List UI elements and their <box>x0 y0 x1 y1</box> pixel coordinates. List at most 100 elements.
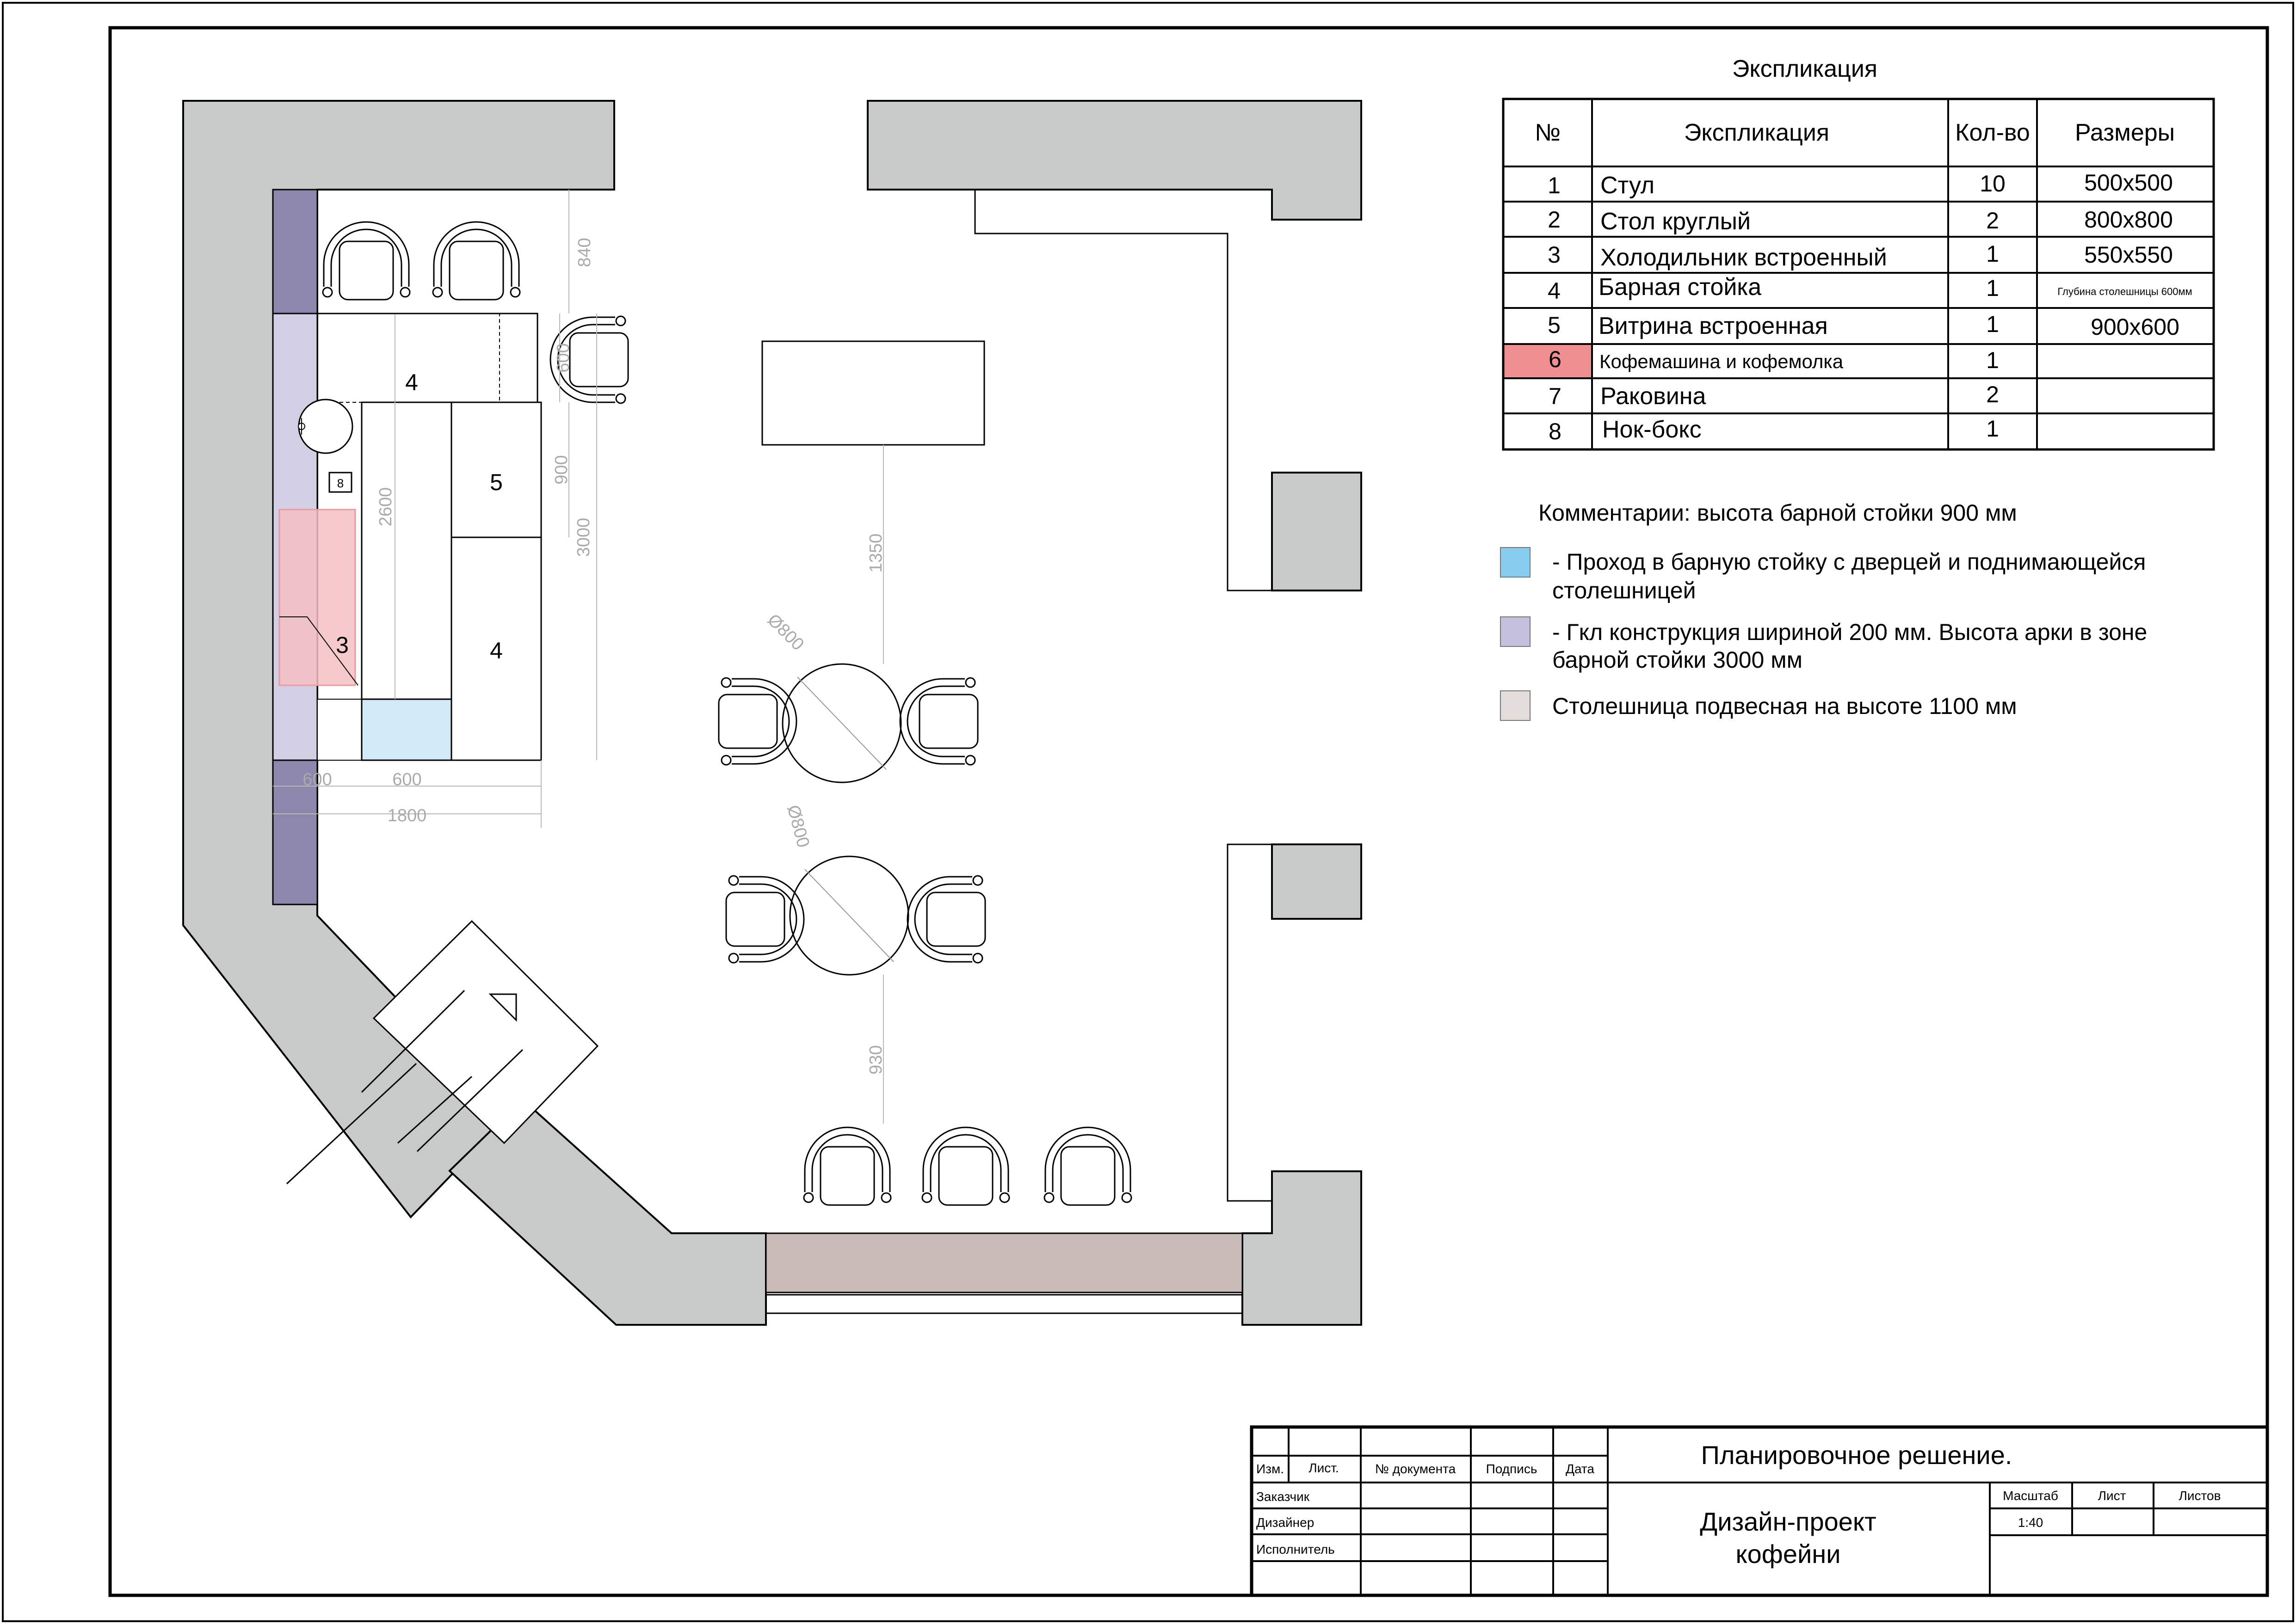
header-explication: Экспликация <box>1684 119 1829 146</box>
col-izm: Изм. <box>1256 1462 1284 1476</box>
wall-bottom-right <box>1241 1170 1362 1326</box>
role-designer: Дизайнер <box>1256 1515 1314 1530</box>
row-4-name: Барная стойка <box>1599 274 1761 301</box>
explication-table: Экспликация № Экспликация Кол-во Размеры… <box>1502 55 2215 451</box>
scale-label: Масштаб <box>2003 1489 2058 1503</box>
row-4-qty: 1 <box>1986 275 1999 301</box>
dim-diameter-2: Ø800 <box>783 803 813 850</box>
dim-1350: 1350 <box>866 534 886 573</box>
explication-title: Экспликация <box>1732 55 1877 82</box>
label-bar-right: 4 <box>490 638 503 664</box>
hanging-countertop <box>765 1232 1243 1293</box>
role-executor: Исполнитель <box>1256 1542 1335 1556</box>
header-sizes: Размеры <box>2075 119 2175 146</box>
legend-gkl-line1: - Гкл конструкция шириной 200 мм. Высота… <box>1552 619 2147 645</box>
comments-title: Комментарии: высота барной стойки 900 мм <box>1538 500 2017 526</box>
dim-diameter-1: Ø800 <box>764 610 808 654</box>
row-5-qty: 1 <box>1986 311 1999 337</box>
chair <box>322 221 411 301</box>
row-7-name: Раковина <box>1600 383 1706 410</box>
title-block: Изм. Лист. № документа Подпись Дата Зака… <box>1250 1425 2269 1597</box>
chair <box>1043 1126 1132 1206</box>
label-fridge: 3 <box>336 632 349 658</box>
bar-pass-flap <box>361 698 452 761</box>
row-4-size: Глубина столешницы 600мм <box>2057 286 2192 297</box>
legend-pass-line1: - Проход в барную стойку с дверцей и под… <box>1552 549 2146 575</box>
row-7-qty: 2 <box>1986 381 1999 407</box>
fridge-zone <box>278 509 356 686</box>
row-1-number: 1 <box>1548 172 1561 198</box>
row-1-name: Стул <box>1600 172 1654 199</box>
col-list: Лист. <box>1308 1461 1339 1475</box>
wall-bottom-left <box>448 1098 767 1326</box>
chair <box>907 875 986 964</box>
row-6-qty: 1 <box>1986 347 1999 373</box>
column-right-middle <box>1271 843 1362 920</box>
row-2-size: 800x800 <box>2084 207 2173 233</box>
dim-3000: 3000 <box>574 518 593 557</box>
row-8-number: 8 <box>1549 418 1562 444</box>
chair <box>432 221 521 301</box>
row-4-number: 4 <box>1548 278 1561 304</box>
legend-gkl-line2: барной стойки 3000 мм <box>1552 647 1802 673</box>
label-showcase: 5 <box>490 469 503 495</box>
chair <box>921 1126 1010 1206</box>
dim-900: 900 <box>552 455 571 484</box>
row-8-name: Нок-бокс <box>1602 416 1702 443</box>
sheets-label: Листов <box>2179 1489 2221 1503</box>
row-2-qty: 2 <box>1986 208 1999 234</box>
row-8-qty: 1 <box>1986 416 1999 442</box>
dim-600-a: 600 <box>302 770 332 789</box>
dimension-lines <box>273 190 884 1124</box>
dim-930: 930 <box>866 1045 886 1074</box>
project-title-line1: Дизайн-проект <box>1700 1507 1876 1536</box>
row-1-size: 500x500 <box>2084 170 2173 196</box>
row-6-number: 6 <box>1549 346 1562 372</box>
dim-2600: 2600 <box>376 487 395 527</box>
row-6-name: Кофемашина и кофемолка <box>1599 351 1844 372</box>
dim-840: 840 <box>575 238 594 267</box>
sheet-label: Лист <box>2098 1489 2126 1503</box>
col-date: Дата <box>1566 1462 1594 1476</box>
dim-1800: 1800 <box>388 806 427 825</box>
partition-right-upper <box>974 190 1272 591</box>
scale-value: 1:40 <box>2018 1515 2043 1530</box>
chair <box>899 677 979 766</box>
legend-pass-line2: столешницей <box>1552 578 1696 603</box>
gkl-wall-lower <box>272 759 318 905</box>
col-document: № документа <box>1375 1462 1456 1476</box>
legend-countertop-line1: Столешница подвесная на высоте 1100 мм <box>1552 693 2017 719</box>
drawing-frame <box>108 26 2269 1597</box>
row-5-name: Витрина встроенная <box>1599 313 1828 339</box>
col-signature: Подпись <box>1486 1462 1537 1476</box>
legend-swatch-pass <box>1500 547 1531 578</box>
floor-plan: 4 5 3 4 8 <box>182 100 1362 1326</box>
comments-legend: Комментарии: высота барной стойки 900 мм… <box>1500 500 2147 721</box>
display-table <box>761 340 985 446</box>
bar-counter <box>278 313 542 761</box>
partition-right-lower <box>1227 843 1272 1202</box>
gkl-wall-upper <box>272 189 318 314</box>
dim-600-b: 600 <box>392 770 421 789</box>
header-quantity: Кол-во <box>1955 119 2030 146</box>
chair <box>803 1126 892 1206</box>
row-3-name: Холодильник встроенный <box>1600 244 1887 271</box>
entrance-vestibule <box>286 920 599 1185</box>
role-customer: Заказчик <box>1256 1489 1310 1504</box>
dim-600-vertical: 600 <box>554 343 573 372</box>
project-title-line2: кофейни <box>1736 1539 1841 1569</box>
row-3-size: 550x550 <box>2084 242 2173 268</box>
legend-swatch-gkl <box>1500 616 1531 647</box>
row-5-number: 5 <box>1548 312 1561 338</box>
sheet-title: Планировочное решение. <box>1701 1440 2012 1470</box>
legend-swatch-countertop <box>1500 690 1531 721</box>
row-3-qty: 1 <box>1986 241 1999 267</box>
column-right-upper <box>1271 472 1362 591</box>
header-number: № <box>1535 119 1561 146</box>
row-1-qty: 10 <box>1980 171 2006 197</box>
row-3-number: 3 <box>1548 242 1561 268</box>
label-knock-box: 8 <box>337 476 344 490</box>
sink-icon <box>298 399 353 454</box>
